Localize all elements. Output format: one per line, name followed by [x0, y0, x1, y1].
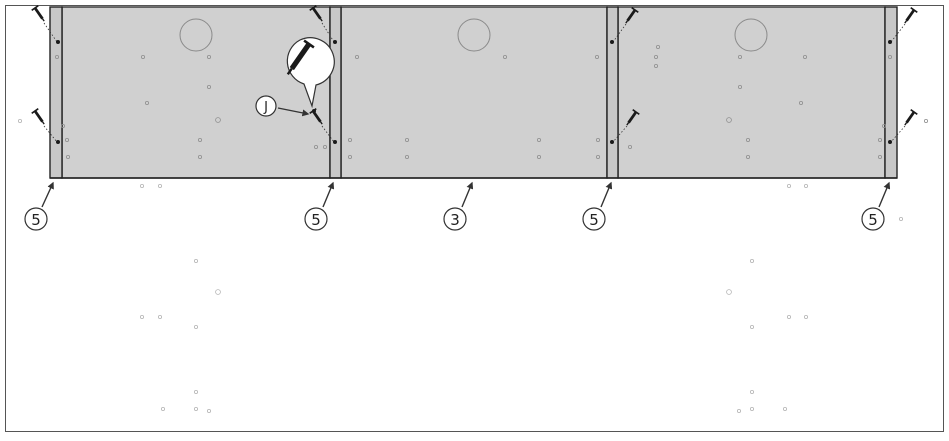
side-panels — [49, 6, 898, 179]
part-labels: 5 5 3 5 5 — [24, 181, 891, 231]
part-label-side-panel: 5 — [868, 211, 878, 229]
side-panel-4 — [884, 6, 898, 179]
part-label-side-panel: 5 — [311, 211, 321, 229]
pointer-arrow-icon — [600, 181, 613, 208]
pointer-arrow-icon — [277, 107, 310, 117]
back-panel-right — [617, 6, 886, 179]
pointer-arrow-icon — [878, 181, 891, 208]
side-panel-2 — [329, 6, 342, 179]
hardware-label-badge — [255, 95, 277, 117]
back-panels — [61, 6, 886, 179]
part-label-side-panel: 5 — [31, 211, 41, 229]
side-panel-3 — [606, 6, 619, 179]
screws — [30, 4, 919, 144]
floor-holes — [17, 119, 904, 413]
pointer-arrow-icon — [461, 181, 474, 208]
pointer-arrow-icon — [322, 181, 335, 208]
magnified-screw-icon — [286, 39, 315, 75]
hardware-label: J — [263, 100, 268, 115]
pointer-arrow-icon — [41, 181, 54, 208]
back-panel-middle — [340, 6, 608, 179]
side-panel-1 — [49, 6, 63, 179]
panel-holes — [55, 45, 929, 159]
cable-holes — [179, 18, 768, 52]
part-label-back-panel: 3 — [450, 211, 460, 229]
part-label-side-panel: 5 — [589, 211, 599, 229]
hardware-callout: J — [255, 37, 335, 117]
back-panel-left — [61, 6, 331, 179]
